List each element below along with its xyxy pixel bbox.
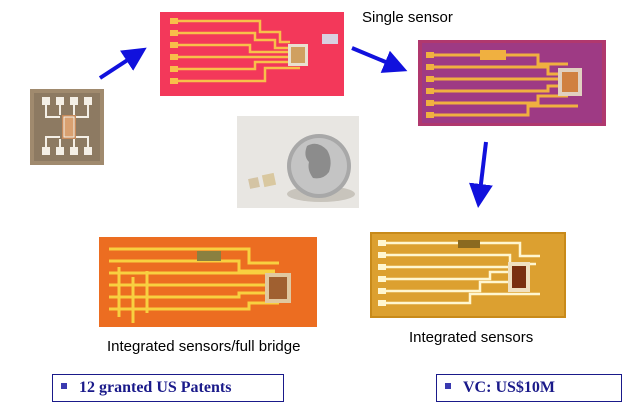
- patents-box: 12 granted US Patents: [52, 374, 284, 402]
- arrow-to-single-sensor: [351, 46, 408, 73]
- vc-text: VC: US$10M: [463, 379, 555, 396]
- photo-red-sensor: [160, 12, 344, 96]
- bullet-icon: [445, 383, 451, 390]
- photo-dime: [237, 116, 359, 208]
- label-single-sensor: Single sensor: [362, 9, 453, 26]
- patents-text: 12 granted US Patents: [79, 379, 232, 396]
- photo-full-bridge: [99, 237, 317, 327]
- photo-integrated-sensors: [370, 232, 566, 318]
- photo-single-sensor: [418, 40, 606, 126]
- label-integrated-full-bridge: Integrated sensors/full bridge: [107, 338, 301, 355]
- arrow-to-integrated: [469, 141, 493, 208]
- photo-small-chip: [30, 89, 104, 165]
- label-integrated-sensors: Integrated sensors: [409, 329, 534, 346]
- bullet-icon: [61, 383, 67, 390]
- vc-box: VC: US$10M: [436, 374, 622, 402]
- arrow-to-first-sensor: [98, 47, 147, 80]
